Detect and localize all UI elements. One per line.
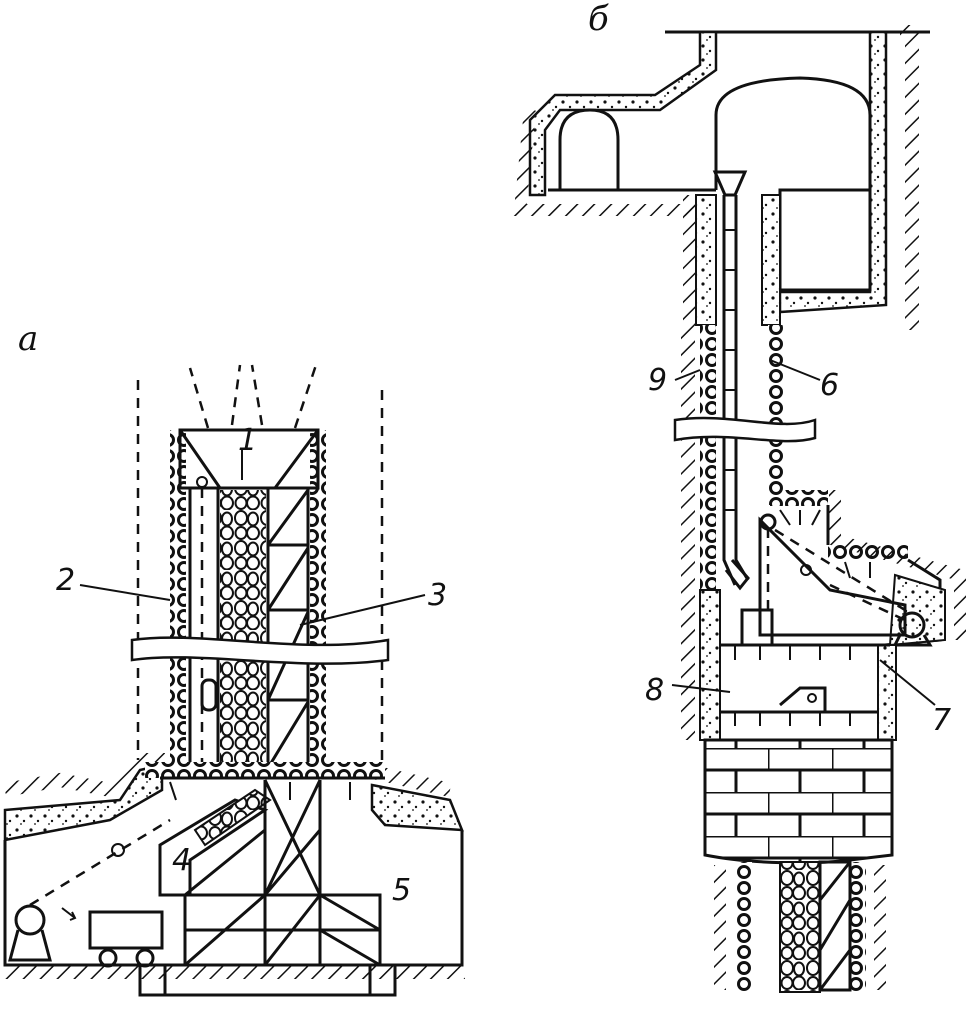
callout-4: 4 <box>172 843 191 878</box>
gallery-lining <box>528 30 718 197</box>
ground-right <box>370 783 464 832</box>
hanging-stage <box>720 643 890 714</box>
shaft-lining-left <box>170 430 186 770</box>
ladder-compartment <box>266 489 310 769</box>
hoist-bucket <box>200 678 218 712</box>
funnel <box>712 170 748 197</box>
break-line-a <box>130 636 390 665</box>
top-hood <box>178 428 320 490</box>
break-line-b <box>673 416 817 443</box>
trestle-frame <box>138 779 397 997</box>
rock-column <box>220 490 266 766</box>
callout-6: 6 <box>820 368 839 403</box>
callout-5: 5 <box>392 873 411 908</box>
haulage-rope <box>29 818 171 907</box>
blast-lines <box>188 364 318 429</box>
top-chamber <box>548 76 872 192</box>
beam-level <box>145 762 385 778</box>
winch-icon-b <box>892 611 933 647</box>
rock-column-b <box>779 861 821 993</box>
callout-1: 1 <box>238 423 257 458</box>
callout-9: 9 <box>648 363 667 398</box>
panel-b-label: б <box>588 0 609 39</box>
winch-icon <box>8 904 52 962</box>
callout-7: 7 <box>932 703 951 738</box>
panel-b: б <box>513 0 966 993</box>
lining-right <box>768 325 784 505</box>
mine-car-icon <box>88 910 164 968</box>
grab-loader <box>758 516 907 637</box>
callout-2: 2 <box>56 563 75 598</box>
side-tunnel <box>558 108 620 192</box>
callout-8: 8 <box>645 673 664 708</box>
panel-a-label: а <box>18 319 38 359</box>
panel-a: а <box>3 319 465 997</box>
chute <box>158 798 269 897</box>
ore-bin <box>778 188 872 292</box>
ground-left <box>3 763 164 842</box>
lining-left <box>700 325 716 615</box>
callout-3: 3 <box>428 578 447 613</box>
masonry-block <box>703 738 894 865</box>
shaft-lining-right <box>310 430 326 770</box>
